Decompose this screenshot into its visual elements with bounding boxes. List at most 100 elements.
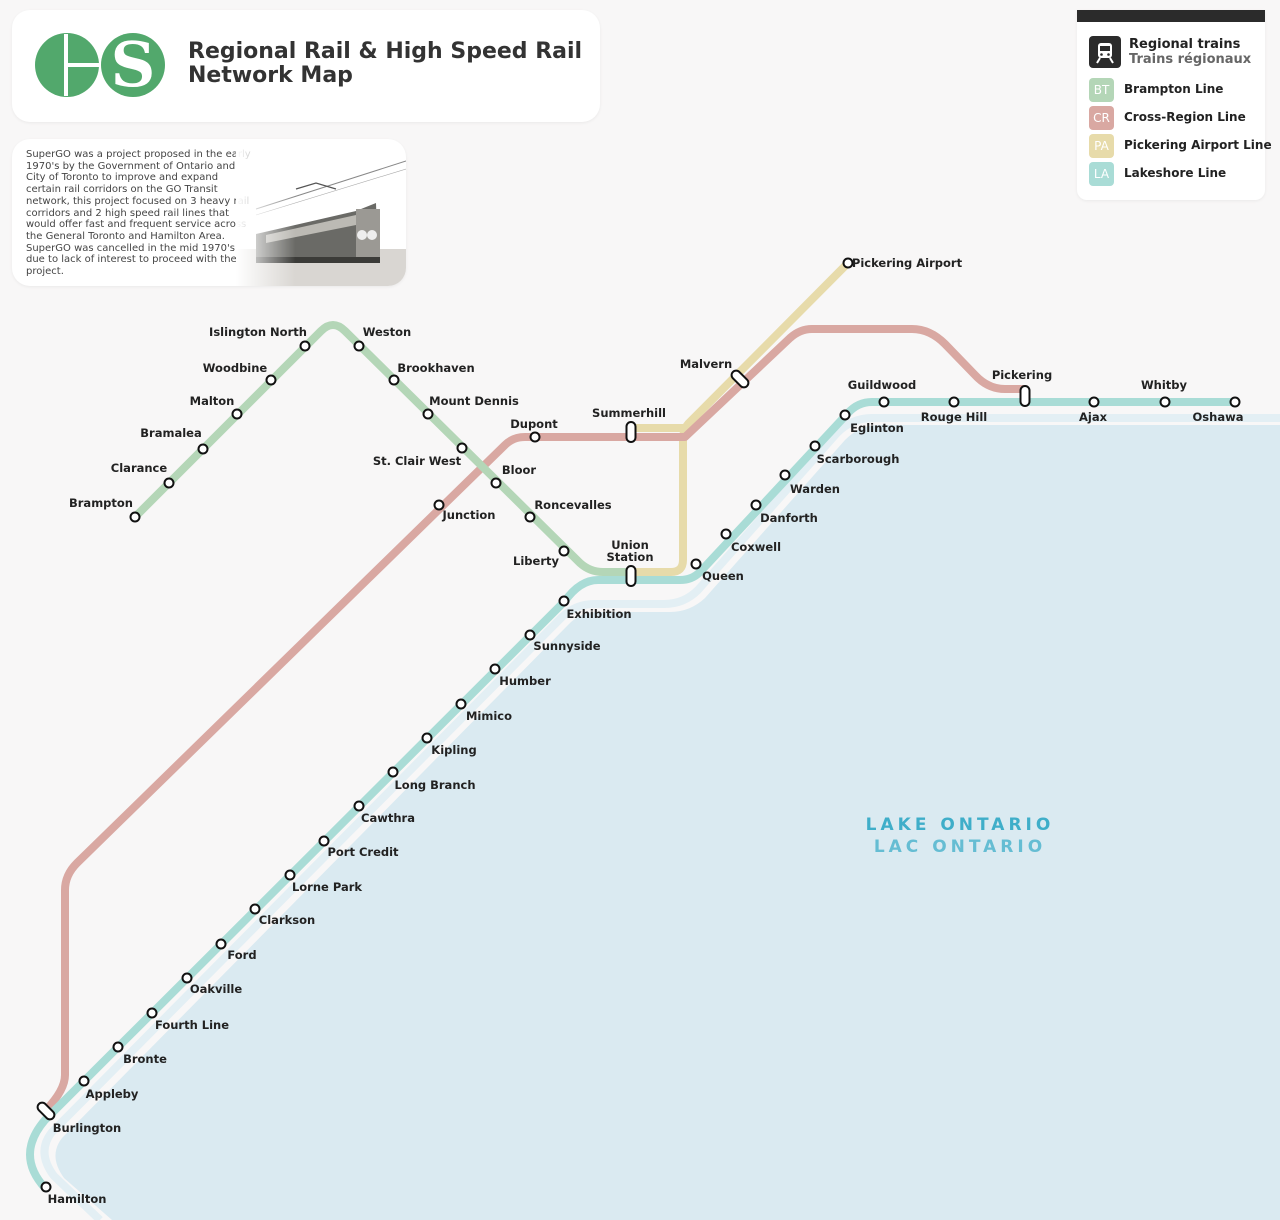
station-humber[interactable]: Humber [489, 663, 552, 689]
line-name: Cross-Region Line [1124, 110, 1246, 124]
interchange-marker [625, 565, 637, 587]
station-queen[interactable]: Queen [690, 558, 744, 584]
station-label: Hamilton [48, 1192, 107, 1206]
station-mimico[interactable]: Mimico [455, 698, 513, 724]
map-title: Regional Rail & High Speed Rail Network … [188, 39, 583, 88]
station-long-branch[interactable]: Long Branch [387, 766, 476, 793]
station-sunnyside[interactable]: Sunnyside [524, 629, 601, 654]
station-appleby[interactable]: Appleby [78, 1075, 139, 1102]
station-oshawa[interactable]: Oshawa [1193, 396, 1244, 425]
station-mount-dennis[interactable]: Mount Dennis [422, 394, 520, 420]
station-marker [842, 257, 854, 269]
station-brookhaven[interactable]: Brookhaven [388, 361, 475, 386]
station-bramalea[interactable]: Bramalea [140, 426, 209, 455]
station-rouge-hill[interactable]: Rouge Hill [921, 396, 987, 425]
station-label: Weston [363, 325, 412, 339]
station-scarborough[interactable]: Scarborough [809, 440, 900, 467]
station-label: Clarance [111, 461, 168, 475]
station-marker [1088, 396, 1100, 408]
station-fourth-line[interactable]: Fourth Line [146, 1007, 230, 1033]
station-clarance[interactable]: Clarance [111, 461, 175, 489]
station-summerhill[interactable]: Summerhill [592, 406, 666, 443]
station-malton[interactable]: Malton [190, 394, 243, 420]
station-label: Long Branch [394, 778, 475, 792]
station-coxwell[interactable]: Coxwell [720, 528, 782, 555]
station-pickering-airport[interactable]: Pickering Airport [842, 256, 963, 270]
station-label: Malton [190, 394, 235, 408]
station-bloor[interactable]: Bloor [490, 463, 537, 489]
station-cawthra[interactable]: Cawthra [353, 800, 415, 826]
station-label: Woodbine [203, 361, 268, 375]
station-guildwood[interactable]: Guildwood [848, 378, 916, 408]
station-whitby[interactable]: Whitby [1141, 378, 1188, 408]
station-marker [231, 408, 243, 420]
station-marker [809, 440, 821, 452]
station-danforth[interactable]: Danforth [750, 499, 818, 526]
line-name: Lakeshore Line [1124, 166, 1227, 180]
station-marker [529, 431, 541, 443]
station-port-credit[interactable]: Port Credit [318, 835, 400, 860]
station-marker [387, 766, 399, 778]
info-card: SuperGO was a project proposed in the ea… [12, 139, 406, 286]
station-liberty[interactable]: Liberty [513, 545, 570, 569]
station-roncevalles[interactable]: Roncevalles [524, 498, 612, 523]
station-woodbine[interactable]: Woodbine [203, 361, 277, 386]
station-malvern[interactable]: Malvern [680, 357, 750, 389]
station-label: Rouge Hill [921, 410, 987, 424]
station-marker [558, 595, 570, 607]
station-marker [284, 869, 296, 881]
station-st-clair-west[interactable]: St. Clair West [373, 442, 468, 469]
station-marker [750, 499, 762, 511]
station-junction[interactable]: Junction [433, 499, 496, 523]
station-islington-north[interactable]: Islington North [209, 325, 311, 352]
station-label: Oshawa [1193, 410, 1244, 424]
interchange-marker [36, 1101, 56, 1121]
station-marker [265, 374, 277, 386]
station-brampton[interactable]: Brampton [69, 496, 141, 523]
station-label: Oakville [190, 982, 243, 996]
station-ajax[interactable]: Ajax [1079, 396, 1108, 425]
station-pickering[interactable]: Pickering [992, 368, 1052, 407]
station-hamilton[interactable]: Hamilton [40, 1181, 107, 1207]
station-ford[interactable]: Ford [215, 938, 257, 963]
station-marker [146, 1007, 158, 1019]
line-badge: PA [1089, 134, 1114, 158]
lake-water [55, 425, 1280, 1220]
rail-line-pa [627, 259, 852, 576]
station-dupont[interactable]: Dupont [510, 417, 558, 443]
station-eglinton[interactable]: Eglinton [839, 409, 904, 436]
station-label: Queen [702, 569, 744, 583]
lake-shore [40, 414, 1280, 1220]
station-marker [433, 499, 445, 511]
station-weston[interactable]: Weston [353, 325, 412, 352]
station-label: Roncevalles [534, 498, 611, 512]
station-label: Danforth [760, 511, 818, 525]
station-label: Malvern [680, 357, 732, 371]
station-kipling[interactable]: Kipling [421, 732, 477, 758]
station-marker [455, 698, 467, 710]
station-warden[interactable]: Warden [779, 469, 840, 497]
line-name: Pickering Airport Line [1124, 138, 1272, 152]
station-marker [690, 558, 702, 570]
station-label: Summerhill [592, 406, 666, 420]
station-marker [489, 663, 501, 675]
station-label: Mimico [466, 709, 512, 723]
station-burlington[interactable]: Burlington [36, 1101, 122, 1135]
lake-ontario-water [40, 414, 1280, 1220]
station-label: Fourth Line [155, 1018, 229, 1032]
line-badge: LA [1089, 162, 1114, 186]
station-exhibition[interactable]: Exhibition [558, 595, 632, 622]
project-description: SuperGO was a project proposed in the ea… [26, 149, 251, 278]
station-label: Exhibition [566, 607, 631, 621]
station-label: Cawthra [361, 811, 415, 825]
station-lorne-park[interactable]: Lorne Park [284, 869, 363, 895]
station-oakville[interactable]: Oakville [181, 972, 243, 997]
station-marker [78, 1075, 90, 1087]
lake-label-fr: LAC ONTARIO [874, 837, 1046, 857]
station-marker [948, 396, 960, 408]
station-bronte[interactable]: Bronte [112, 1041, 168, 1067]
station-clarkson[interactable]: Clarkson [249, 903, 316, 928]
legend-heading: Regional trains [1129, 37, 1241, 52]
